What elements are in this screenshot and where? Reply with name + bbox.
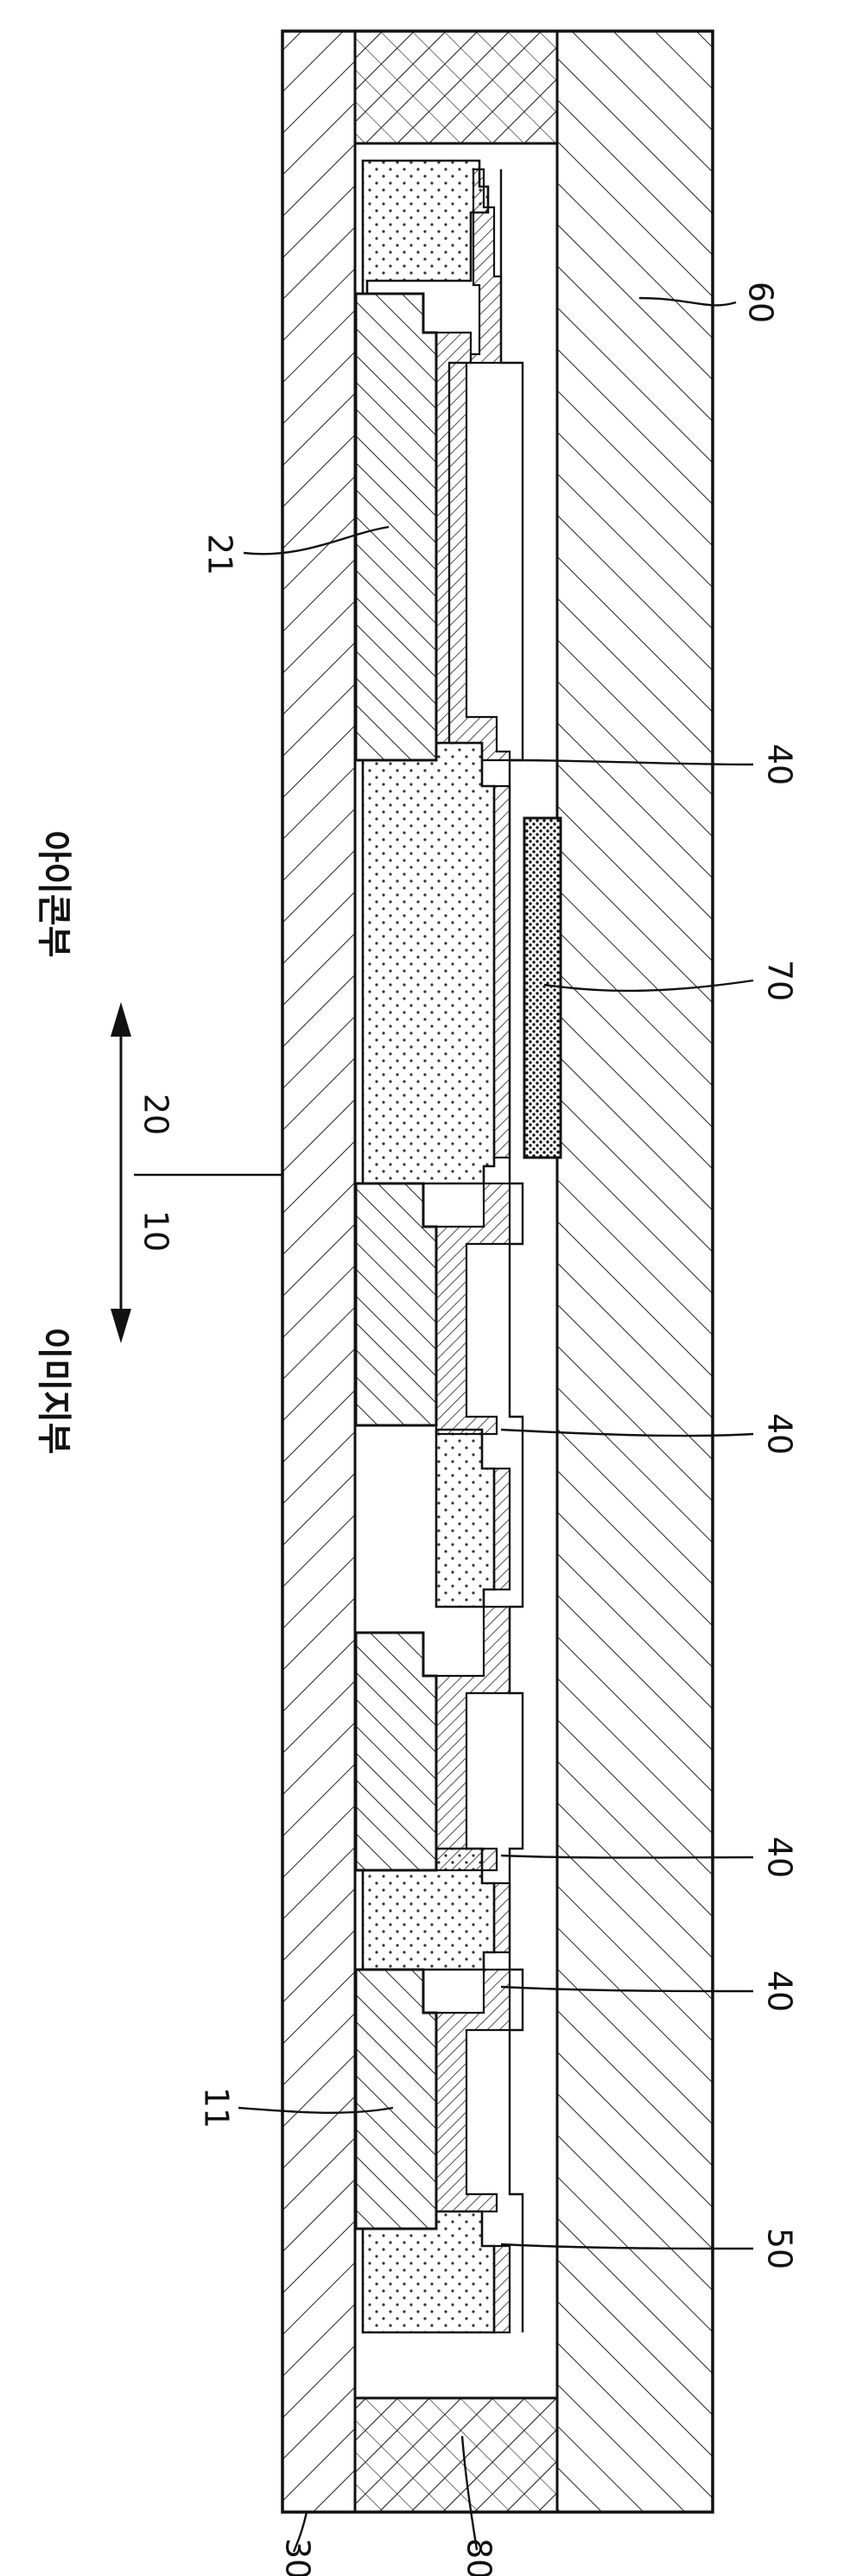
label-40: 40 [761,744,799,785]
label-50: 50 [761,2228,799,2269]
label-40: 40 [761,1837,799,1878]
insulator-layer [363,161,488,294]
sealant-80-bottom [355,2398,557,2512]
label-21: 21 [201,534,239,575]
layer-40-film [494,1469,510,1589]
arrow-down-icon [111,1309,131,1343]
label-11: 11 [198,2087,236,2129]
label-40: 40 [761,1970,799,2012]
arrow-up-icon [111,1002,131,1037]
label-40: 40 [761,1413,799,1455]
sealant-80-top [355,31,557,143]
layer-50-film [494,2246,510,2332]
layer-40-film [494,786,510,1158]
region-label-lower: 이미지부 [34,1327,73,1454]
label-80: 80 [460,2538,498,2576]
substrate-30 [282,31,355,2512]
electrode [356,1183,436,1425]
insulator-layer [363,743,494,1183]
label-60: 60 [742,282,780,323]
label-70: 70 [761,960,799,1001]
cover-60 [557,31,713,2512]
label-30: 30 [279,2538,317,2576]
layer-40-film [494,1883,510,1952]
label-20: 20 [137,1094,175,1135]
electrode-21 [356,294,436,760]
label-10: 10 [137,1210,175,1252]
block-70 [524,818,561,1158]
electrode [356,1633,436,1870]
electrode-11 [356,1970,436,2229]
region-label-upper: 아이콘부 [34,830,73,957]
